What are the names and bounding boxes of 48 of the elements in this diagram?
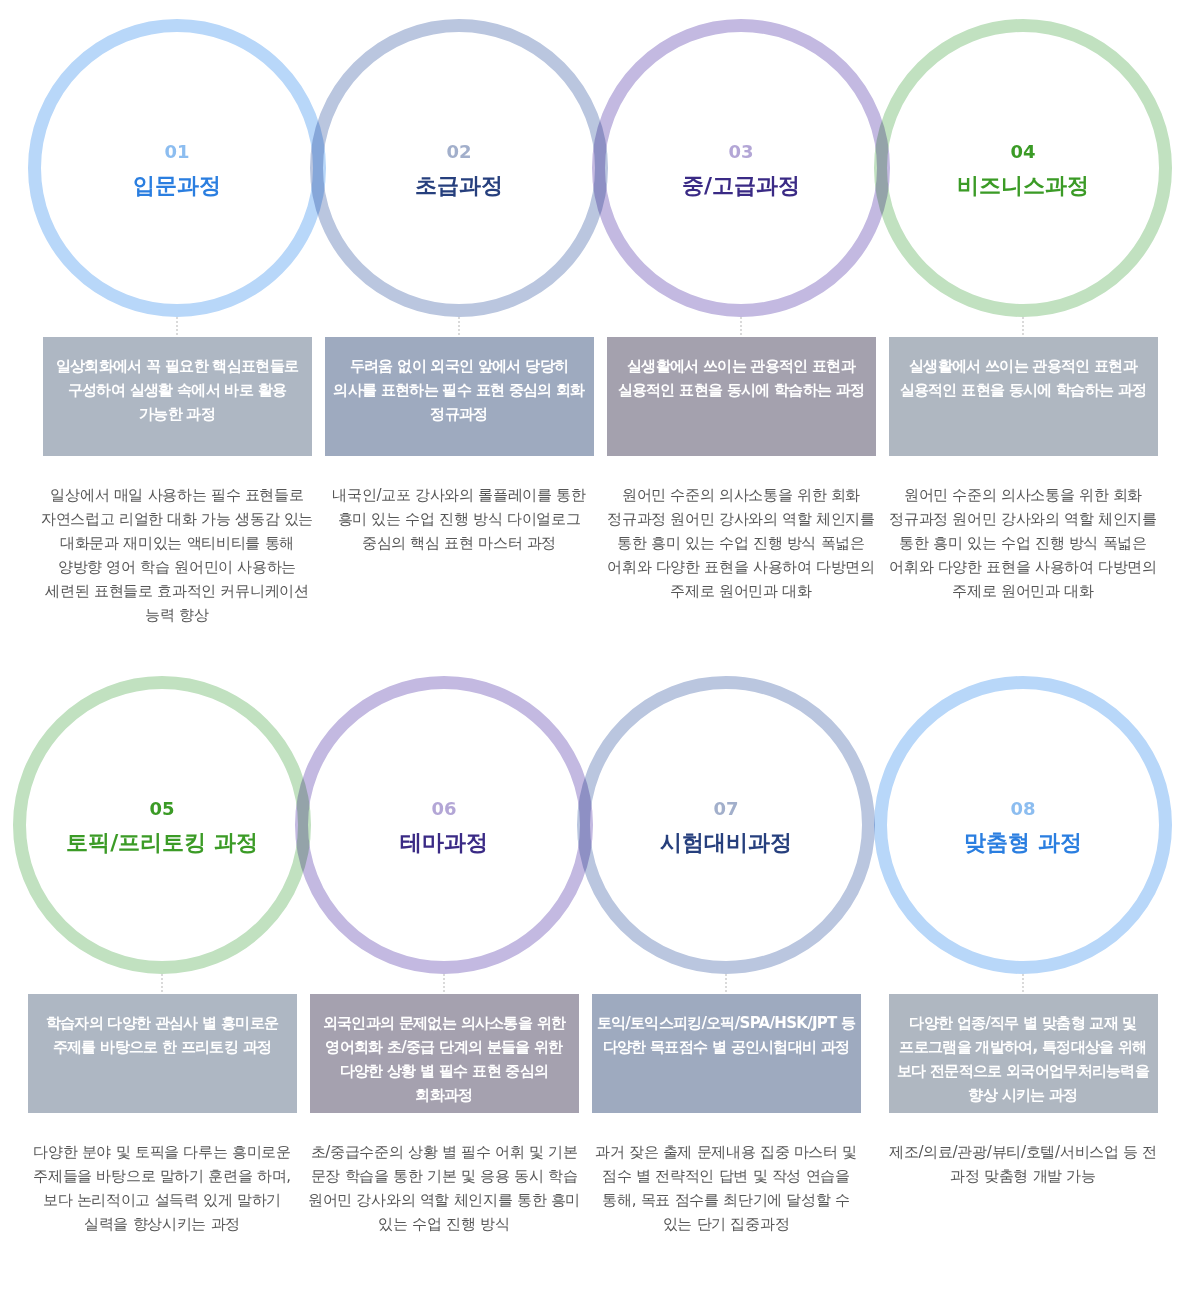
summary-box: 다양한 업종/직무 별 맞춤형 교재 및 프로그램을 개발하여, 특정대상을 위해 보다 전문적으로 외국어업무처리능력을 향상 시키는 과정 <box>888 994 1158 1113</box>
course-number: 02 <box>446 141 472 163</box>
connector-line <box>725 973 727 995</box>
course-title: 중/고급과정 <box>682 172 800 200</box>
summary-box: 일상회화에서 꼭 필요한 핵심표현들로 구성하여 실생활 속에서 바로 활용 가능한 과정 <box>42 337 312 456</box>
course-title: 비즈니스과정 <box>957 172 1089 200</box>
description-text: 내국인/교포 강사와의 롤플레이를 통한 흥미 있는 수업 진행 방식 다이얼로그 중심의 핵심 표현 마스터 과정 <box>331 485 587 554</box>
course-number: 08 <box>1010 798 1036 820</box>
connector-line <box>443 973 445 995</box>
description-text: 원어민 수준의 의사소통을 위한 회화 정규과정 원어민 강사와의 역할 체인지를 통한 흥미 있는 수업 진행 방식 폭넓은 어휘와 다양한 표현을 사용하여 다방면의 주제로 원어민과 대화 <box>606 485 876 602</box>
description-text: 다양한 분야 및 토픽을 다루는 흥미로운 주제들을 바탕으로 말하기 훈련을 하며, 보다 논리적이고 설득력 있게 말하기 실력을 향상시키는 과정 <box>32 1142 292 1235</box>
connector-line <box>740 316 742 338</box>
course-number: 04 <box>1010 141 1036 163</box>
summary-box: 두려움 없이 외국인 앞에서 당당히 의사를 표현하는 필수 표현 중심의 회화 정규과정 <box>324 337 594 456</box>
course-title: 토픽/프리토킹 과정 <box>66 829 258 857</box>
course-ring <box>13 676 311 974</box>
course-ring <box>295 676 593 974</box>
connector-line <box>1022 316 1024 338</box>
course-ring <box>874 19 1172 317</box>
course-number: 01 <box>164 141 190 163</box>
summary-box: 실생활에서 쓰이는 관용적인 표현과 실용적인 표현을 동시에 학습하는 과정 <box>888 337 1158 456</box>
course-title: 테마과정 <box>400 829 488 857</box>
summary-box: 학습자의 다양한 관심사 별 흥미로운 주제를 바탕으로 한 프리토킹 과정 <box>27 994 297 1113</box>
connector-line <box>1022 973 1024 995</box>
course-title: 시험대비과정 <box>660 829 792 857</box>
summary-box: 실생활에서 쓰이는 관용적인 표현과 실용적인 표현을 동시에 학습하는 과정 <box>606 337 876 456</box>
course-number: 05 <box>149 798 175 820</box>
description-text: 원어민 수준의 의사소통을 위한 회화 정규과정 원어민 강사와의 역할 체인지를 통한 흥미 있는 수업 진행 방식 폭넓은 어휘와 다양한 표현을 사용하여 다방면의 주제로 원어민과 대화 <box>888 485 1158 602</box>
connector-line <box>176 316 178 338</box>
connector-line <box>161 973 163 995</box>
course-title: 맞춤형 과정 <box>964 829 1082 857</box>
course-number: 07 <box>713 798 739 820</box>
course-number: 06 <box>431 798 457 820</box>
summary-box: 외국인과의 문제없는 의사소통을 위한 영어회화 초/중급 단계의 분들을 위한 다양한 상황 별 필수 표현 중심의 회화과정 <box>309 994 579 1113</box>
connector-line <box>458 316 460 338</box>
course-ring <box>28 19 326 317</box>
course-ring <box>592 19 890 317</box>
course-number: 03 <box>728 141 754 163</box>
description-text: 일상에서 매일 사용하는 필수 표현들로 자연스럽고 리얼한 대화 가능 생동감 있는 대화문과 재미있는 액티비티를 통해 양방향 영어 학습 원어민이 사용하는 세련된 표현들로 효과적인 커뮤니케이션 능력 향상 <box>39 485 315 626</box>
course-ring <box>577 676 875 974</box>
course-ring <box>310 19 608 317</box>
summary-box: 토익/토익스피킹/오픽/SPA/HSK/JPT 등 다양한 목표점수 별 공인시험대비 과정 <box>591 994 861 1113</box>
description-text: 제조/의료/관광/뷰티/호텔/서비스업 등 전 과정 맞춤형 개발 가능 <box>888 1142 1158 1187</box>
description-text: 초/중급수준의 상황 별 필수 어휘 및 기본 문장 학습을 통한 기본 및 응용 동시 학습 원어민 강사와의 역할 체인지를 통한 흥미 있는 수업 진행 방식 <box>306 1142 582 1235</box>
course-ring <box>874 676 1172 974</box>
course-title: 입문과정 <box>133 172 221 200</box>
course-title: 초급과정 <box>415 172 503 200</box>
description-text: 과거 잦은 출제 문제내용 집중 마스터 및 점수 별 전략적인 답변 및 작성 연습을 통해, 목표 점수를 최단기에 달성할 수 있는 단기 집중과정 <box>594 1142 858 1235</box>
